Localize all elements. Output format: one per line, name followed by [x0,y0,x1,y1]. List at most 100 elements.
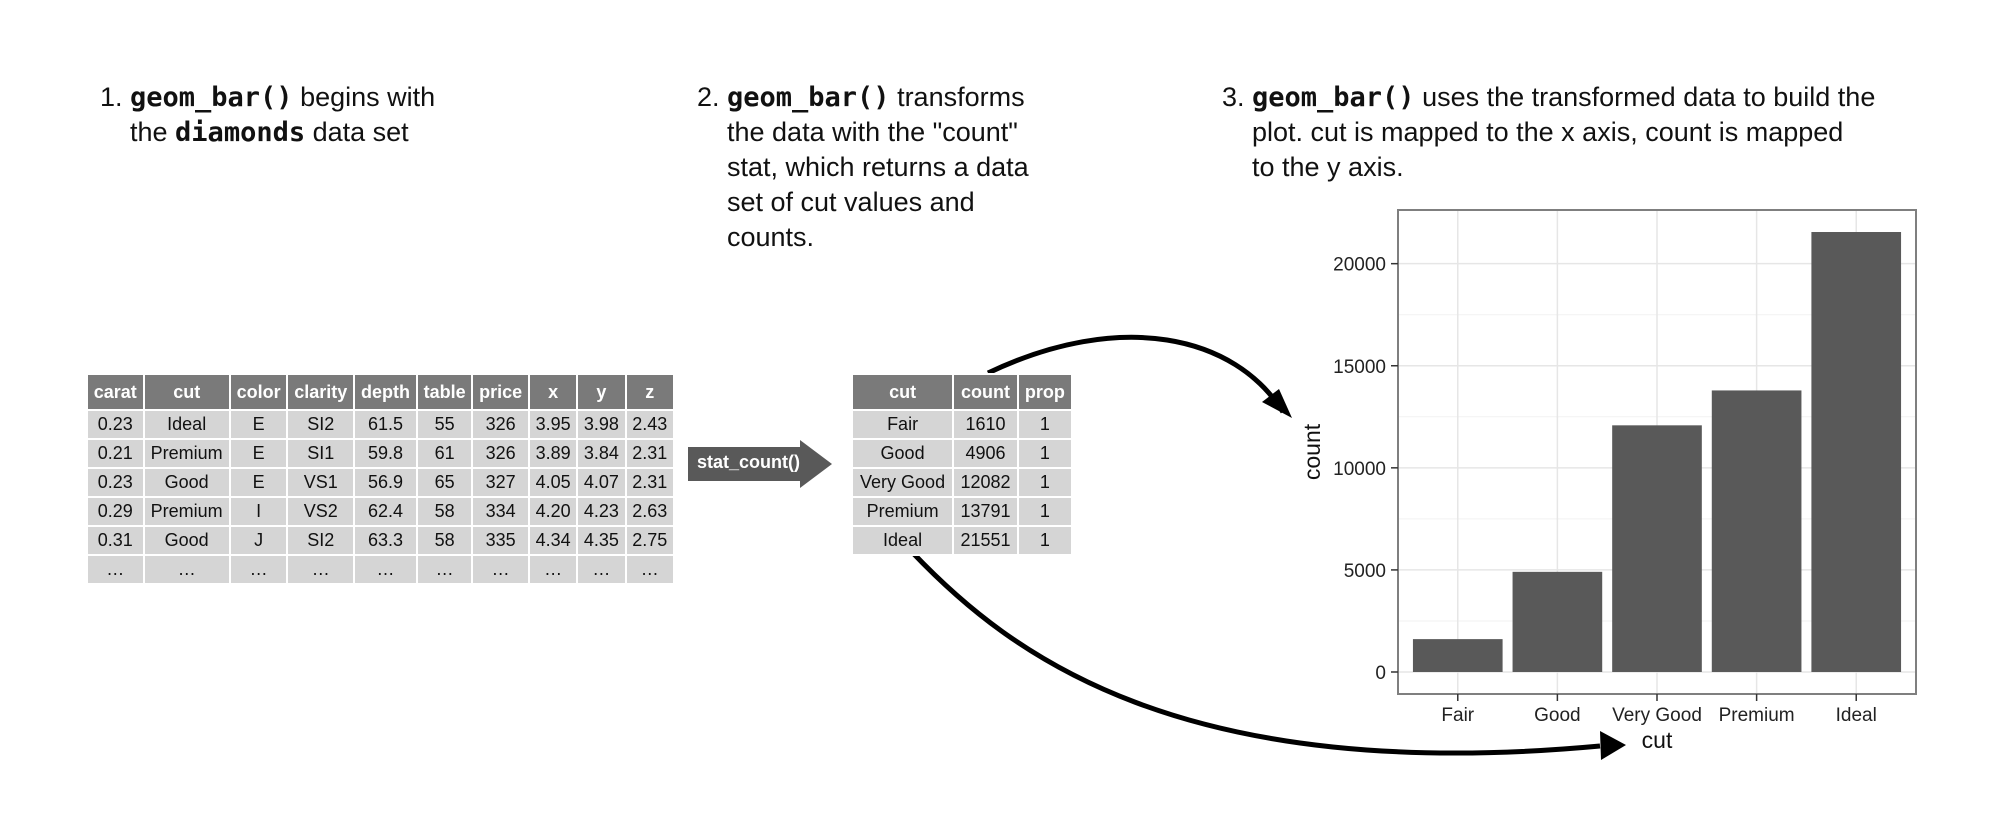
table-cell: SI1 [286,438,356,469]
column-header-y: y [576,373,627,411]
table-cell: … [624,554,676,585]
table-cell: 2.75 [624,525,676,556]
table-cell: 61 [415,438,474,469]
table-cell: Good [142,525,231,556]
bar-ideal [1811,232,1902,672]
step-number: 1. [100,82,123,112]
x-tick-label: Very Good [1612,705,1702,726]
table-cell: J [228,525,289,556]
table-cell: … [86,554,145,585]
x-tick-label: Good [1534,705,1580,726]
table-cell: 4.35 [576,525,627,556]
table-cell: 12082 [952,467,1019,498]
table-cell: 2.31 [624,467,676,498]
column-header-cut: cut [142,373,231,411]
stat-count-arrow [688,440,832,488]
table-cell: 13791 [952,496,1019,527]
table-cell: 326 [471,409,530,440]
bar-very-good [1612,425,1702,672]
x-tick-label: Premium [1719,705,1795,726]
table-cell: 1 [1016,438,1074,469]
table-cell: 59.8 [353,438,418,469]
caption-text: stat, which returns a data [727,152,1029,182]
caption-text: uses the transformed data to build the [1414,82,1876,112]
code-geom-bar: geom_bar() [1252,82,1415,113]
table-cell: 3.89 [527,438,579,469]
table-row: ………………………… [86,554,676,585]
table-cell: 0.21 [86,438,145,469]
table-cell: 2.63 [624,496,676,527]
column-header-z: z [624,373,676,411]
table-cell: 3.95 [527,409,579,440]
table-cell: E [228,438,289,469]
caption-text: begins with [292,82,436,112]
caption-text: to the y axis. [1252,152,1404,182]
table-cell: 0.29 [86,496,145,527]
caption-text: set of cut values and [727,187,975,217]
table-cell: … [142,554,231,585]
code-geom-bar: geom_bar() [130,82,293,113]
x-tick-label: Fair [1441,705,1474,726]
table-cell: 4.07 [576,467,627,498]
step-1-caption: 1. geom_bar() begins with the diamonds d… [100,80,435,150]
y-tick-label: 5000 [1344,561,1386,582]
table-cell: Good [142,467,231,498]
table-cell: 65 [415,467,474,498]
caption-text: plot. cut is mapped to the x axis, count… [1252,117,1844,147]
table-cell: 2.43 [624,409,676,440]
code-diamonds: diamonds [175,117,306,148]
table-cell: Very Good [850,467,955,498]
table-cell: … [286,554,356,585]
table-cell: Premium [850,496,955,527]
table-cell: … [228,554,289,585]
column-header-x: x [527,373,579,411]
arrowhead-x-axis [1600,731,1626,760]
table-cell: 3.98 [576,409,627,440]
caption-text: the [130,117,176,147]
arrow-to-x-axis [910,550,1601,756]
arrowhead-y-axis [1262,389,1292,418]
column-header-carat: carat [86,373,145,411]
x-tick-label: Ideal [1836,705,1877,726]
column-header-table: table [415,373,474,411]
table-cell: I [228,496,289,527]
table-cell: Ideal [850,525,955,556]
table-cell: 58 [415,525,474,556]
table-cell: 335 [471,525,530,556]
bar-premium [1711,390,1802,672]
column-header-prop: prop [1016,373,1074,411]
column-header-clarity: clarity [286,373,356,411]
table-cell: 1610 [952,409,1019,440]
table-cell: Premium [142,496,231,527]
y-tick-label: 0 [1375,663,1386,684]
table-cell: … [527,554,579,585]
table-cell: 4.23 [576,496,627,527]
bar-good [1512,571,1603,672]
caption-text: counts. [727,222,815,252]
table-cell: 326 [471,438,530,469]
table-cell: E [228,467,289,498]
table-cell: 4.05 [527,467,579,498]
table-cell: … [353,554,418,585]
table-cell: Ideal [142,409,231,440]
column-header-price: price [471,373,530,411]
table-cell: VS2 [286,496,356,527]
code-geom-bar: geom_bar() [727,82,890,113]
y-tick-label: 15000 [1333,357,1386,378]
table-cell: 4.34 [527,525,579,556]
bar-fair [1412,639,1503,672]
step-number: 2. [697,82,720,112]
table-cell: 1 [1016,409,1074,440]
table-cell: 61.5 [353,409,418,440]
column-header-count: count [952,373,1019,411]
table-cell: 1 [1016,525,1074,556]
